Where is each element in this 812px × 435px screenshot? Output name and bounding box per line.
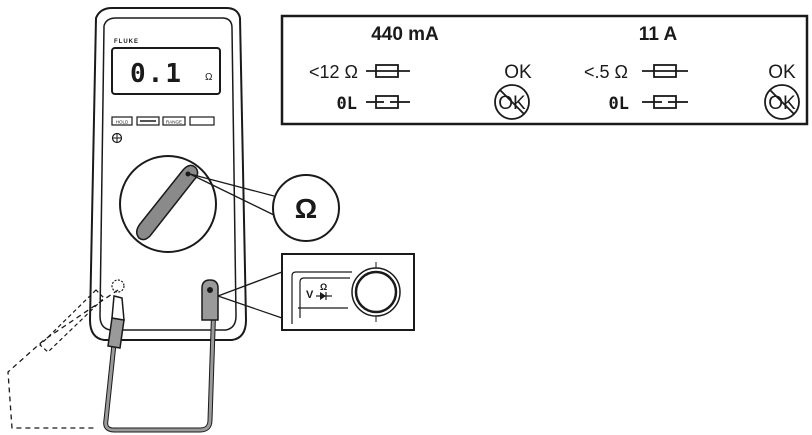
dial-callout: Ω <box>189 173 340 242</box>
fuse-blown-icon <box>642 95 688 109</box>
fuse-11a-bad-reading: 0L <box>609 94 629 114</box>
screw-icon <box>111 132 123 144</box>
dial-position-dot <box>185 171 191 177</box>
hold-button[interactable] <box>111 116 133 126</box>
not-ok-icon: OK <box>764 84 800 120</box>
meter-brand: FLUKE <box>114 39 139 45</box>
fuse-intact-icon <box>366 64 410 78</box>
range-button[interactable] <box>162 116 186 126</box>
not-ok-icon: OK <box>494 84 530 120</box>
diode-icon <box>316 292 332 300</box>
dashed-probe <box>39 289 105 353</box>
fuse-11a-good-result: OK <box>768 62 796 83</box>
fuse-11a-good-reading: <.5 Ω <box>584 62 628 82</box>
fuse-440ma-bad-reading: 0L <box>337 94 357 114</box>
jack-callout: V Ω <box>217 253 415 331</box>
fuse-440ma-column: 440 mA <12 Ω OK 0L OK <box>309 24 532 120</box>
fuse-11a-column: 11 A <.5 Ω OK 0L OK <box>584 24 800 120</box>
ohm-callout-circle <box>272 174 340 242</box>
button-row: HOLD RANGE <box>111 116 215 126</box>
fuse-blown-icon <box>366 95 410 109</box>
com-jack <box>111 279 125 293</box>
dial-pointer <box>136 164 199 241</box>
fuse-440ma-good-result: OK <box>504 62 532 83</box>
jack-label-v: V <box>306 289 314 301</box>
jack-label-ohm: Ω <box>320 282 327 292</box>
fuse-440ma-good-reading: <12 Ω <box>309 62 358 82</box>
range-button-label: RANGE <box>166 120 182 125</box>
lcd-display <box>111 47 221 95</box>
fuse-11a-heading: 11 A <box>639 24 678 45</box>
lcd-value: 0.1 <box>130 59 183 89</box>
fuse-440ma-heading: 440 mA <box>371 24 439 45</box>
v-ohm-jack <box>207 287 213 293</box>
fuse-test-box <box>280 14 809 126</box>
dashed-lead-path <box>7 289 119 429</box>
multimeter: FLUKE 0.1 Ω HOLD RANGE <box>88 7 248 341</box>
test-leads <box>7 279 219 433</box>
ohm-callout-symbol: Ω <box>295 193 317 224</box>
v-ohm-probe <box>201 279 219 321</box>
lcd-unit: Ω <box>205 72 213 83</box>
fuse-intact-icon <box>642 64 688 78</box>
com-probe-tip <box>111 295 125 321</box>
rotary-dial[interactable] <box>119 155 217 253</box>
hold-button-label: HOLD <box>116 120 129 125</box>
blank-button[interactable] <box>189 116 215 126</box>
fuse-test-panel: 440 mA <12 Ω OK 0L OK <box>280 14 809 126</box>
